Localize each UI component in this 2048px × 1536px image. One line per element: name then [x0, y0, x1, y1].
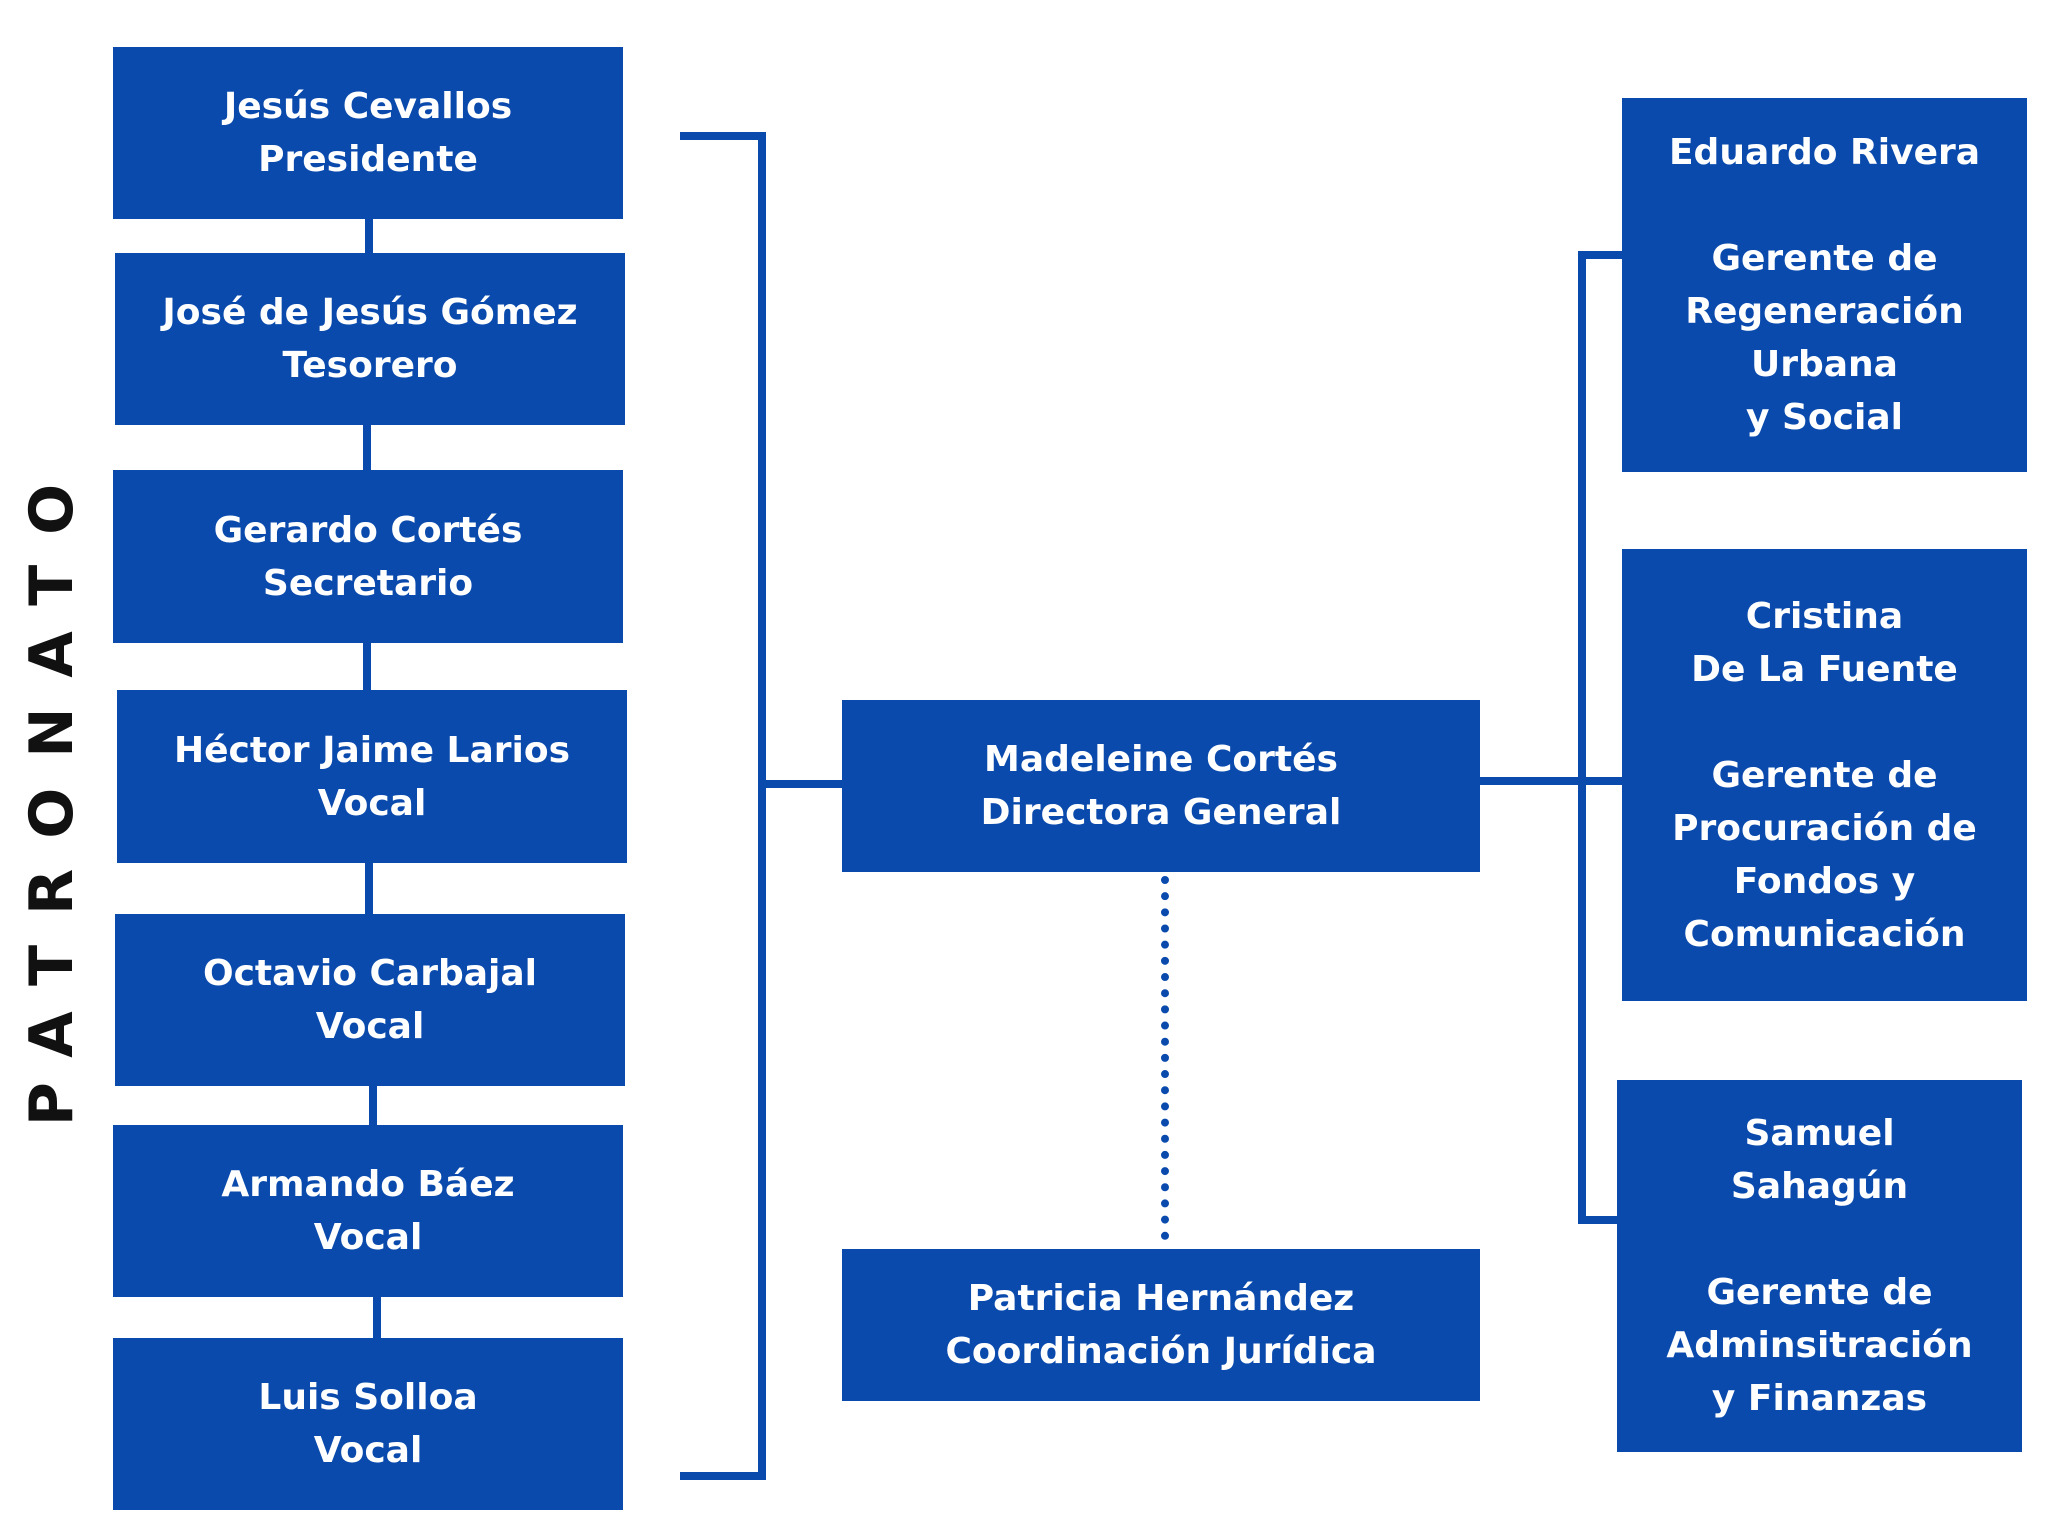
patronato-member-vocal-1: Héctor Jaime Larios Vocal — [117, 690, 627, 863]
manager-role-line: Fondos y — [1733, 860, 1916, 902]
director-to-managers — [1480, 777, 1622, 785]
member-name: José de Jesús Gómez — [162, 292, 578, 333]
bracket-spine — [758, 132, 766, 1480]
manager-name-line: Eduardo Rivera — [1668, 132, 1981, 173]
patronato-link-2 — [363, 424, 371, 470]
member-name: Gerardo Cortés — [213, 509, 523, 551]
manager-name-line: Samuel — [1744, 1113, 1895, 1154]
patronato-member-presidente: Jesús Cevallos Presidente — [113, 47, 623, 219]
patronato-side-label: PATRONATO — [17, 453, 87, 1127]
manager-role-line: y Social — [1746, 397, 1903, 438]
manager-role-line: Gerente de — [1711, 238, 1938, 279]
member-name: Jesús Cevallos — [223, 86, 513, 127]
manager-role-line: Regeneración — [1685, 291, 1964, 332]
member-role: Vocal — [313, 1430, 423, 1471]
member-role: Tesorero — [282, 345, 458, 386]
member-role: Vocal — [313, 1217, 423, 1258]
director-name: Madeleine Cortés — [984, 739, 1338, 780]
member-name: Héctor Jaime Larios — [173, 729, 571, 771]
manager-role-line: Gerente de — [1711, 754, 1938, 796]
manager-role-line: y Finanzas — [1711, 1378, 1928, 1419]
patronato-member-secretario: Gerardo Cortés Secretario — [113, 470, 623, 643]
manager-role-line: Adminsitración — [1666, 1325, 1973, 1366]
manager-name-line: De La Fuente — [1691, 648, 1958, 690]
patronato-link-3 — [363, 642, 371, 690]
member-role: Presidente — [258, 139, 478, 180]
patronato-member-vocal-4: Luis Solloa Vocal — [113, 1338, 623, 1510]
manager-procuracion-box: Cristina De La Fuente Gerente de Procura… — [1622, 549, 2027, 1001]
manager-role-line: Gerente de — [1706, 1272, 1933, 1313]
manager-name-line: Cristina — [1745, 595, 1904, 637]
managers-arm-1 — [1578, 251, 1622, 259]
patronato-link-5 — [369, 1085, 377, 1125]
patronato-member-tesorero: José de Jesús Gómez Tesorero — [115, 253, 625, 425]
managers-arm-2 — [1578, 777, 1622, 785]
patronato-link-4 — [365, 862, 373, 914]
legal-name: Patricia Hernández — [967, 1278, 1355, 1319]
patronato-member-vocal-3: Armando Báez Vocal — [113, 1125, 623, 1297]
bracket-bottom-arm — [680, 1472, 766, 1480]
managers-spine — [1578, 251, 1586, 1224]
member-role: Secretario — [262, 562, 474, 604]
director-role: Directora General — [980, 792, 1342, 833]
bracket-to-director — [758, 780, 842, 788]
member-role: Vocal — [317, 782, 427, 824]
bracket-top-arm — [680, 132, 766, 140]
manager-name-line: Sahagún — [1730, 1166, 1909, 1207]
member-role: Vocal — [315, 1006, 425, 1047]
member-name: Octavio Carbajal — [202, 953, 538, 994]
member-name: Luis Solloa — [258, 1377, 478, 1418]
managers-arm-3 — [1578, 1216, 1622, 1224]
manager-regeneracion-box: Eduardo Rivera Gerente de Regeneración U… — [1622, 98, 2027, 472]
director-general-box: Madeleine Cortés Directora General — [842, 700, 1480, 872]
manager-role-line: Comunicación — [1683, 913, 1966, 955]
patronato-link-1 — [365, 218, 373, 254]
manager-administracion-box: Samuel Sahagún Gerente de Adminsitración… — [1617, 1080, 2022, 1452]
patronato-member-vocal-2: Octavio Carbajal Vocal — [115, 914, 625, 1086]
coordinacion-juridica-box: Patricia Hernández Coordinación Jurídica — [842, 1249, 1480, 1401]
manager-role-line: Procuración de — [1672, 807, 1977, 849]
manager-role-line: Urbana — [1751, 344, 1898, 385]
member-name: Armando Báez — [221, 1164, 515, 1205]
advisory-dotted-link — [1161, 876, 1169, 1240]
legal-role: Coordinación Jurídica — [945, 1331, 1377, 1372]
patronato-link-6 — [373, 1296, 381, 1338]
